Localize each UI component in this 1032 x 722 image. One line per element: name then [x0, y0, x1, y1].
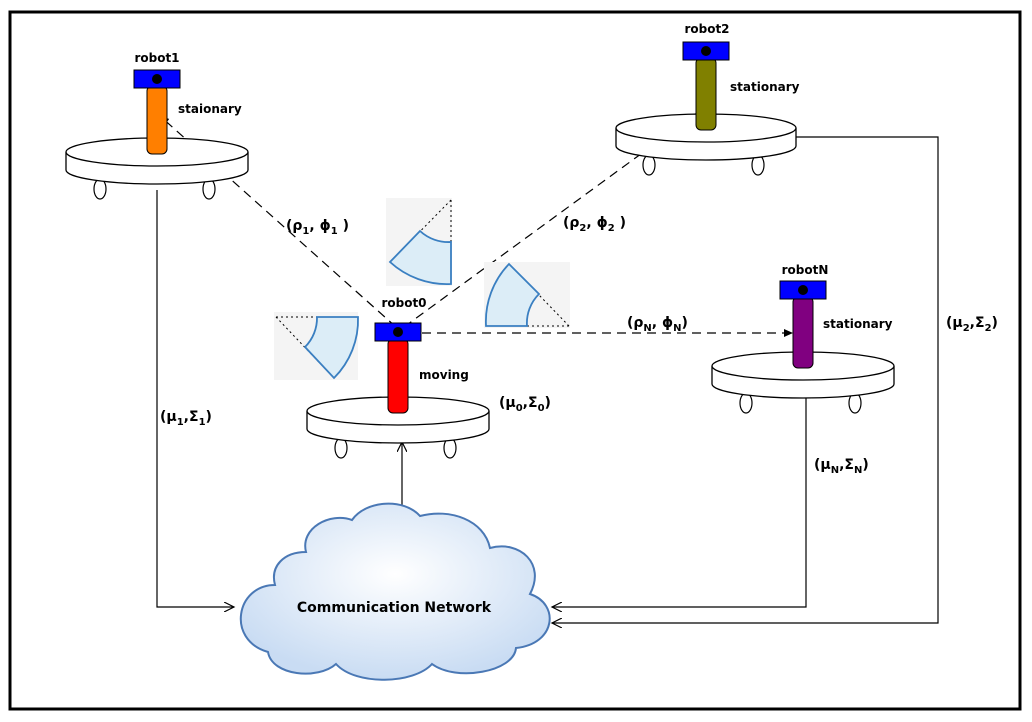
robot1-sensor: [152, 74, 162, 84]
robotN-name: robotN: [782, 263, 829, 277]
cloud-shape: [239, 502, 551, 681]
sensor-fov-left: [274, 312, 359, 380]
estimate-label-1: (μ1,Σ1): [160, 409, 212, 428]
link-robot1-network: [156, 190, 234, 607]
network-label: Communication Network: [297, 600, 492, 616]
measurement-label-N: (ρN, ϕN): [627, 315, 688, 334]
network-links: [156, 136, 939, 623]
robot0-sensor: [393, 327, 403, 337]
robots-layer: [65, 41, 895, 459]
robot1-state: staionary: [178, 102, 242, 116]
measurement-label-2: (ρ2, ϕ2 ): [563, 215, 626, 234]
robot1-name: robot1: [134, 51, 179, 65]
robot2-group: [615, 41, 797, 176]
robotN-sensor: [798, 285, 808, 295]
communication-network-cloud: Communication Network: [239, 502, 551, 681]
measurement-label-1: (ρ1, ϕ1 ): [286, 218, 349, 237]
estimate-label-2: (μ2,Σ2): [946, 315, 998, 334]
robot1-body: [146, 85, 168, 155]
robot2-name: robot2: [684, 22, 729, 36]
robotN-state: stationary: [823, 317, 893, 331]
robot2-sensor: [701, 46, 711, 56]
diagram-frame: [8, 10, 1022, 711]
robotN-body: [792, 296, 814, 369]
robot0-name: robot0: [381, 296, 426, 310]
robot0-body: [387, 338, 409, 414]
estimate-label-N: (μN,ΣN): [814, 457, 869, 476]
link-robotN-network: [552, 398, 807, 607]
robot2-body: [695, 57, 717, 131]
sensor-fov-group: [274, 198, 570, 380]
link-robot2-network: [552, 136, 939, 623]
robot0-group: [306, 322, 490, 459]
robot1-group: [65, 69, 249, 200]
robot0-state: moving: [419, 368, 469, 382]
robotN-group: [711, 280, 895, 414]
sensor-fov-right: [484, 262, 570, 328]
sensor-fov-top: [386, 198, 452, 286]
estimate-label-0: (μ0,Σ0): [499, 395, 551, 414]
robot2-state: stationary: [730, 80, 800, 94]
